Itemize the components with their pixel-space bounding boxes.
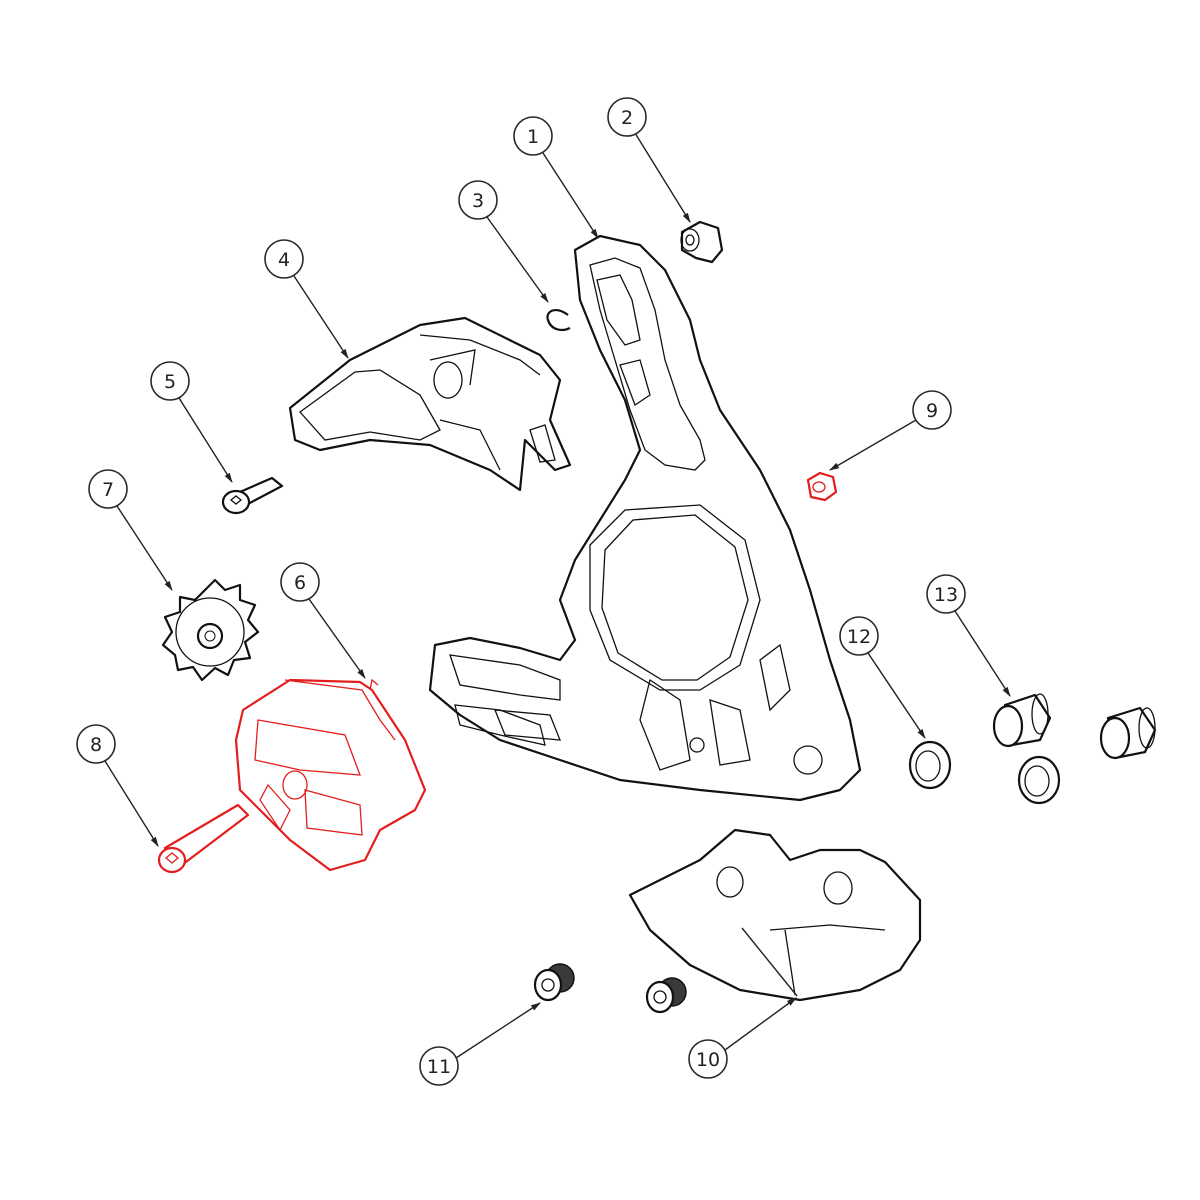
callout-4: 4 (264, 239, 304, 279)
svg-text:8: 8 (90, 734, 102, 756)
svg-text:10: 10 (696, 1049, 720, 1071)
callout-3: 3 (458, 180, 498, 220)
part-5-bolt[interactable] (221, 476, 284, 515)
callout-1: 1 (513, 116, 553, 156)
callout-12: 12 (839, 616, 879, 656)
part-2-cable-clip[interactable] (680, 220, 724, 264)
svg-text:4: 4 (278, 249, 290, 271)
callout-11: 11 (419, 1046, 459, 1086)
svg-text:7: 7 (102, 479, 114, 501)
callout-2: 2 (607, 97, 647, 137)
callout-8: 8 (76, 724, 116, 764)
callout-6: 6 (280, 562, 320, 602)
part-11-bolts[interactable] (533, 963, 687, 1014)
part-13-bushings[interactable] (992, 693, 1157, 760)
svg-text:1: 1 (527, 126, 539, 148)
part-10-bash-guard[interactable] (628, 828, 922, 1002)
part-6-lower-guide[interactable] (234, 678, 427, 872)
svg-text:9: 9 (926, 400, 938, 422)
part-8-bolt[interactable] (157, 803, 250, 874)
svg-text:5: 5 (164, 371, 176, 393)
callout-9: 9 (912, 390, 952, 430)
svg-text:11: 11 (427, 1056, 451, 1078)
leader-lines (104, 132, 1011, 1059)
svg-text:12: 12 (847, 626, 871, 648)
svg-text:6: 6 (294, 572, 306, 594)
svg-text:3: 3 (472, 190, 484, 212)
callout-5: 5 (150, 361, 190, 401)
callout-7: 7 (88, 469, 128, 509)
svg-text:13: 13 (934, 584, 958, 606)
part-3-c-clip[interactable] (546, 308, 571, 331)
part-1-backplate[interactable] (428, 234, 862, 802)
part-7-pulley[interactable] (161, 578, 260, 682)
part-12-spacer-rings[interactable] (908, 740, 1061, 805)
part-9-nut[interactable] (806, 471, 838, 502)
callout-10: 10 (688, 1039, 728, 1079)
svg-text:2: 2 (621, 107, 633, 129)
part-4-upper-guide[interactable] (288, 316, 572, 492)
callout-13: 13 (926, 574, 966, 614)
